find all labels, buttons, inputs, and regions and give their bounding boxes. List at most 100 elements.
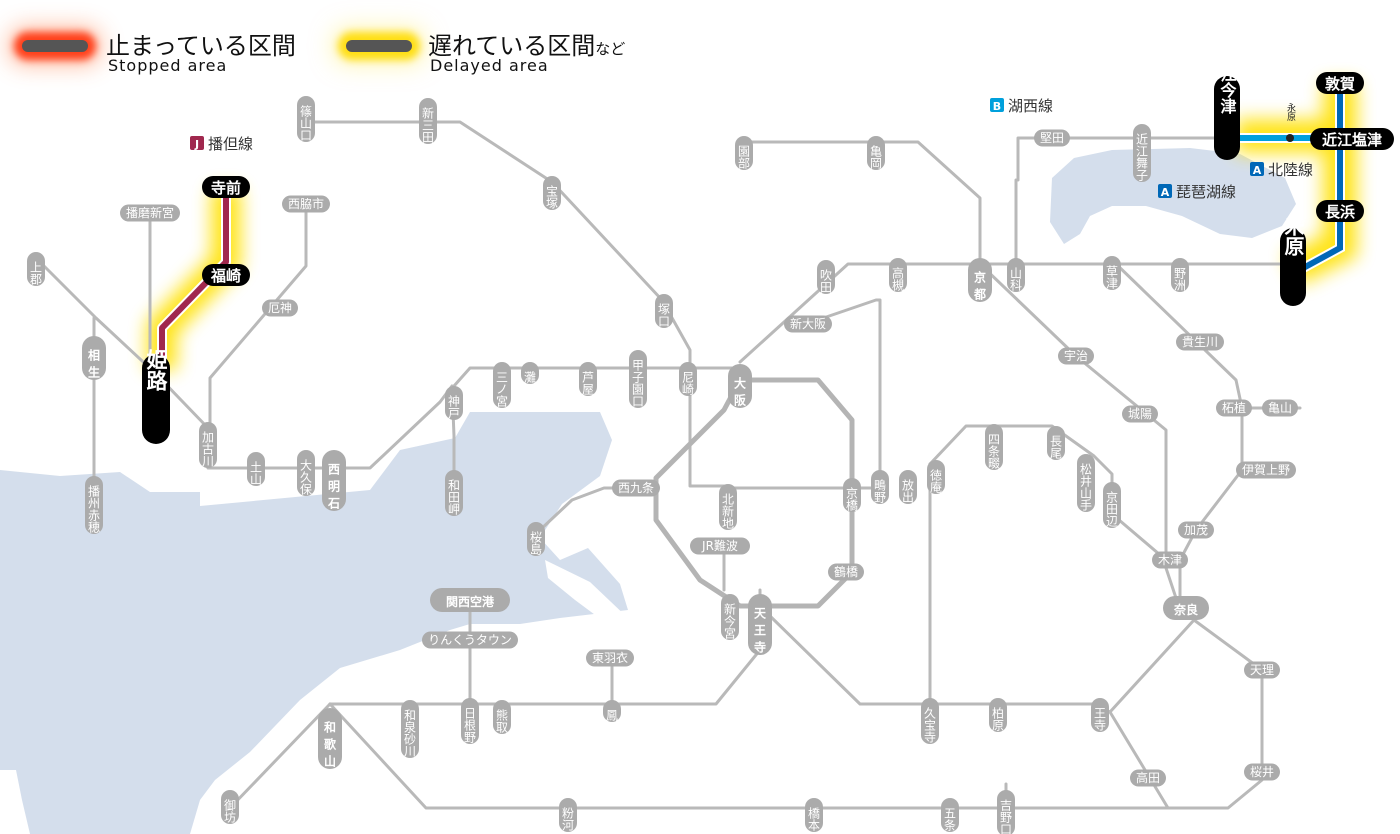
station-suita[interactable]: 吹田	[817, 260, 835, 294]
station-yoshinoguchi[interactable]: 吉野口	[997, 790, 1015, 834]
station-ookubo[interactable]: 大久保	[297, 450, 315, 496]
station-wakayama[interactable]: 和歌山	[318, 708, 342, 769]
station-sakurai[interactable]: 桜井	[1244, 763, 1280, 781]
station-nagahara[interactable]: 永原	[1285, 102, 1296, 121]
station-yasu[interactable]: 野洲	[1171, 258, 1189, 292]
station-shigino[interactable]: 鴫野	[871, 470, 889, 504]
station-shinosaka[interactable]: 新大阪	[784, 315, 832, 333]
station-kitashinchi[interactable]: 北新地	[719, 484, 737, 530]
station-nagahama[interactable]: 長浜	[1316, 200, 1364, 222]
svg-text:松: 松	[1080, 462, 1092, 476]
station-takarazuka[interactable]: 宝塚	[543, 176, 561, 210]
station-kokawa[interactable]: 粉河	[559, 798, 577, 832]
svg-text:塚: 塚	[546, 196, 558, 210]
station-nishiakashi[interactable]: 西明石	[322, 450, 346, 511]
station-yashiro[interactable]: 厄神	[262, 299, 298, 317]
svg-text:穂: 穂	[88, 520, 100, 534]
station-sakurajima[interactable]: 桜島	[527, 522, 545, 556]
station-higashihagoromo[interactable]: 東羽衣	[586, 649, 634, 667]
station-omi-shiotsu[interactable]: 近江塩津	[1310, 128, 1394, 150]
station-gobo[interactable]: 御坊	[221, 790, 239, 824]
station-kanku[interactable]: 関西空港	[430, 588, 510, 612]
svg-text:新: 新	[724, 601, 736, 616]
station-ashiya[interactable]: 芦屋	[579, 362, 597, 396]
svg-text:久: 久	[924, 706, 936, 720]
station-katata[interactable]: 堅田	[1034, 129, 1070, 147]
station-kibukawa[interactable]: 貴生川	[1176, 333, 1224, 351]
station-nishiwakishi[interactable]: 西脇市	[282, 195, 330, 213]
station-takada[interactable]: 高田	[1130, 769, 1166, 787]
station-osaka[interactable]: 大阪	[728, 364, 752, 408]
station-aioi[interactable]: 相生	[82, 336, 106, 380]
station-shijonawate[interactable]: 四条畷	[985, 424, 1003, 470]
station-teramae[interactable]: 寺前	[202, 176, 250, 198]
station-kyuhoji[interactable]: 久宝寺	[921, 698, 939, 744]
station-kumatori[interactable]: 熊取	[493, 700, 511, 734]
station-tennoji[interactable]: 天王寺	[748, 594, 772, 655]
station-sannomiya[interactable]: 三ノ宮	[493, 362, 511, 408]
svg-text:鳳: 鳳	[606, 708, 618, 722]
station-nara[interactable]: 奈良	[1163, 596, 1209, 620]
station-kameoka[interactable]: 亀岡	[867, 136, 885, 170]
station-tsuge[interactable]: 柘植	[1216, 399, 1252, 417]
station-nishikujo[interactable]: 西九条	[612, 479, 660, 497]
station-nada[interactable]: 灘	[521, 362, 539, 384]
station-kyobashi[interactable]: 京橋	[843, 478, 861, 512]
station-nagao[interactable]: 長尾	[1047, 426, 1065, 460]
station-omi-imazu[interactable]: 近江今津	[1214, 49, 1240, 160]
station-hanaten[interactable]: 放出	[899, 470, 917, 504]
station-tenri[interactable]: 天理	[1244, 661, 1280, 679]
station-wadamisaki[interactable]: 和田岬	[445, 470, 463, 516]
line-tag-kosei: B 湖西線	[990, 97, 1053, 115]
station-otori[interactable]: 鳳	[603, 700, 621, 722]
station-hashimoto[interactable]: 橋本	[805, 798, 823, 832]
station-fukusaki[interactable]: 福崎	[202, 264, 250, 286]
station-shinimamiya[interactable]: 新今宮	[721, 594, 739, 640]
station-hineno[interactable]: 日根野	[461, 698, 479, 744]
station-kusatsu[interactable]: 草津	[1103, 256, 1121, 290]
station-gojo[interactable]: 五条	[941, 798, 959, 832]
station-kyoto[interactable]: 京都	[968, 258, 992, 302]
station-joyo[interactable]: 城陽	[1122, 405, 1158, 423]
station-kobe[interactable]: 神戸	[445, 386, 463, 420]
station-kameyama[interactable]: 亀山	[1262, 399, 1298, 417]
station-tsuruhashi[interactable]: 鶴橋	[828, 563, 864, 581]
svg-text:A: A	[1253, 164, 1262, 177]
station-harimashinmiya[interactable]: 播磨新宮	[120, 204, 180, 222]
svg-text:明: 明	[328, 480, 340, 494]
station-oji[interactable]: 王寺	[1091, 698, 1109, 732]
svg-text:永原: 永原	[1285, 102, 1296, 121]
station-takatsuki[interactable]: 高槻	[889, 258, 907, 292]
station-kizu[interactable]: 木津	[1152, 551, 1188, 569]
station-shinsanda[interactable]: 新三田	[419, 98, 437, 144]
station-kamo[interactable]: 加茂	[1178, 521, 1214, 539]
svg-text:湖西線: 湖西線	[1008, 97, 1053, 115]
station-tsukaguchi[interactable]: 塚口	[655, 294, 673, 328]
svg-text:北: 北	[722, 492, 734, 506]
svg-text:手: 手	[1080, 498, 1092, 512]
station-doyama[interactable]: 土山	[247, 452, 265, 486]
svg-text:津: 津	[1106, 276, 1118, 290]
station-tokuan[interactable]: 徳庵	[927, 460, 945, 494]
station-amagasaki[interactable]: 尼崎	[679, 362, 697, 396]
svg-text:新: 新	[422, 105, 434, 120]
station-kakogawa[interactable]: 加古川	[199, 422, 217, 468]
station-yamashina[interactable]: 山科	[1007, 258, 1025, 292]
station-kyotanabe[interactable]: 京田辺	[1103, 482, 1121, 528]
station-igaueno[interactable]: 伊賀上野	[1236, 461, 1296, 479]
station-maibara[interactable]: 米原	[1280, 216, 1306, 306]
station-sonobe[interactable]: 園部	[735, 136, 753, 170]
station-rinku[interactable]: りんくうタウン	[422, 631, 518, 649]
station-jrnamba[interactable]: JR難波	[690, 537, 750, 555]
station-kamigori[interactable]: 上郡	[27, 252, 45, 286]
station-kashiwara[interactable]: 柏原	[989, 698, 1007, 732]
station-himeji[interactable]: 姫路	[142, 348, 170, 444]
station-uji[interactable]: 宇治	[1058, 347, 1094, 365]
station-sasayamaguchi[interactable]: 篠山口	[297, 96, 315, 142]
station-tsuruga[interactable]: 敦賀	[1316, 72, 1364, 94]
